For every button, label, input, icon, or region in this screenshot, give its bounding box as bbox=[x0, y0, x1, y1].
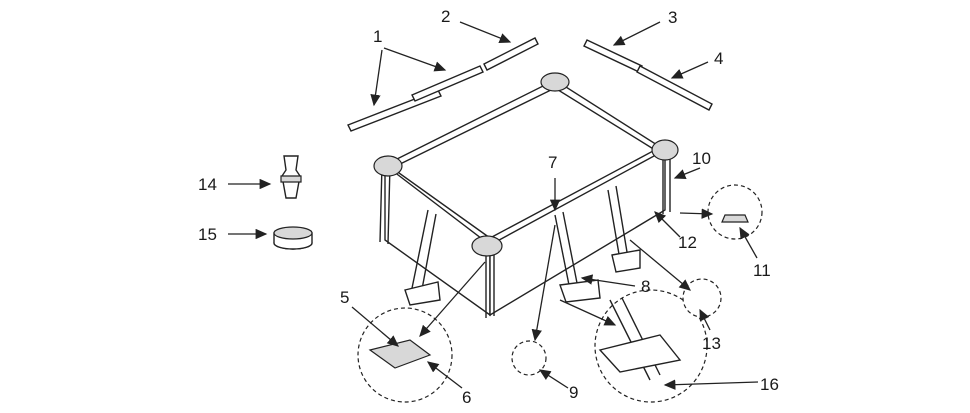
label-14: 14 bbox=[198, 175, 217, 194]
label-9: 9 bbox=[569, 383, 578, 402]
detail-callouts bbox=[357, 184, 763, 403]
label-3: 3 bbox=[668, 8, 677, 27]
part-number-labels: 1 2 3 4 5 6 7 8 9 10 11 12 13 14 15 16 bbox=[198, 7, 779, 407]
label-2: 2 bbox=[441, 7, 450, 26]
pool-frame bbox=[373, 72, 679, 318]
label-10: 10 bbox=[692, 149, 711, 168]
label-13: 13 bbox=[702, 334, 721, 353]
top-beam-parts bbox=[347, 37, 713, 132]
valve-and-cap-parts bbox=[273, 155, 313, 250]
label-16: 16 bbox=[760, 375, 779, 394]
label-15: 15 bbox=[198, 225, 217, 244]
label-5: 5 bbox=[340, 288, 349, 307]
label-8: 8 bbox=[641, 277, 650, 296]
leader-arrows bbox=[228, 21, 759, 390]
label-1: 1 bbox=[373, 27, 382, 46]
label-7: 7 bbox=[548, 153, 557, 172]
label-12: 12 bbox=[678, 233, 697, 252]
label-11: 11 bbox=[753, 261, 771, 280]
label-6: 6 bbox=[462, 388, 471, 407]
label-4: 4 bbox=[714, 49, 723, 68]
